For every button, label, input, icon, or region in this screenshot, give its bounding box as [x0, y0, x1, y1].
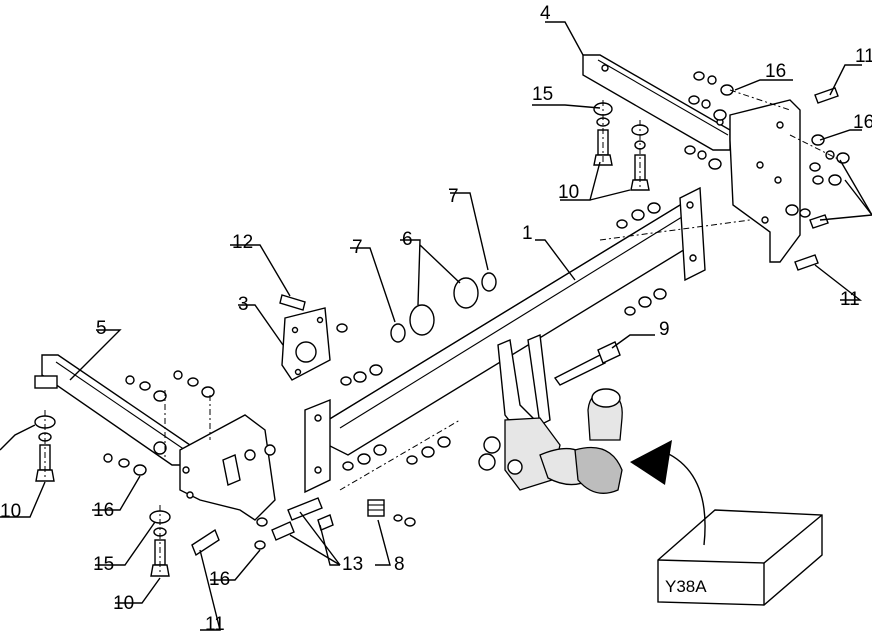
- label-part-16-right-top: 16: [765, 61, 786, 82]
- label-part-11-bottom-right: 11: [840, 289, 860, 310]
- cross-beam: [304, 186, 706, 494]
- label-part-8: 8: [394, 554, 405, 575]
- side-bracket-right: [582, 54, 801, 263]
- leader-lines: [0, 21, 872, 631]
- label-part-1: 1: [522, 223, 533, 244]
- label-part-10-right: 10: [558, 182, 579, 203]
- label-part-16-left: 16: [93, 500, 114, 521]
- label-part-4: 4: [540, 3, 551, 24]
- label-part-15-right: 15: [532, 84, 553, 105]
- label-part-5: 5: [96, 318, 107, 339]
- label-part-7-right: 7: [448, 186, 459, 207]
- label-part-11-bottom-left: 11: [205, 614, 225, 635]
- label-part-3: 3: [238, 294, 249, 315]
- bolt-set-right: [593, 71, 850, 271]
- side-bracket-left: [34, 354, 276, 521]
- tow-ball-assembly: [478, 333, 623, 494]
- label-part-10-left-top: 10: [0, 501, 21, 522]
- label-part-7-left: 7: [352, 237, 363, 258]
- direction-arrow: [630, 440, 706, 546]
- label-part-15-left: 15: [93, 554, 114, 575]
- bolt-set-left: [34, 370, 334, 577]
- label-part-6: 6: [402, 229, 413, 250]
- label-part-16-right-edge: 16: [853, 112, 872, 133]
- label-part-10-left-bottom: 10: [113, 593, 134, 614]
- label-part-11-top-right: 11: [855, 46, 872, 67]
- beam-fasteners: [339, 202, 751, 527]
- model-reference-box: [657, 509, 823, 606]
- label-part-13: 13: [342, 554, 363, 575]
- socket-plate: [279, 294, 348, 381]
- part-labels: 4 16 11 16 15 10 11 7 1 6 7 12 3 5 9 10 …: [0, 3, 872, 635]
- label-part-16-bottom: 16: [209, 569, 230, 590]
- label-part-12: 12: [232, 232, 253, 253]
- spacer-set: [390, 272, 497, 343]
- label-part-9: 9: [659, 319, 670, 340]
- model-code-label: Y38A: [665, 577, 707, 596]
